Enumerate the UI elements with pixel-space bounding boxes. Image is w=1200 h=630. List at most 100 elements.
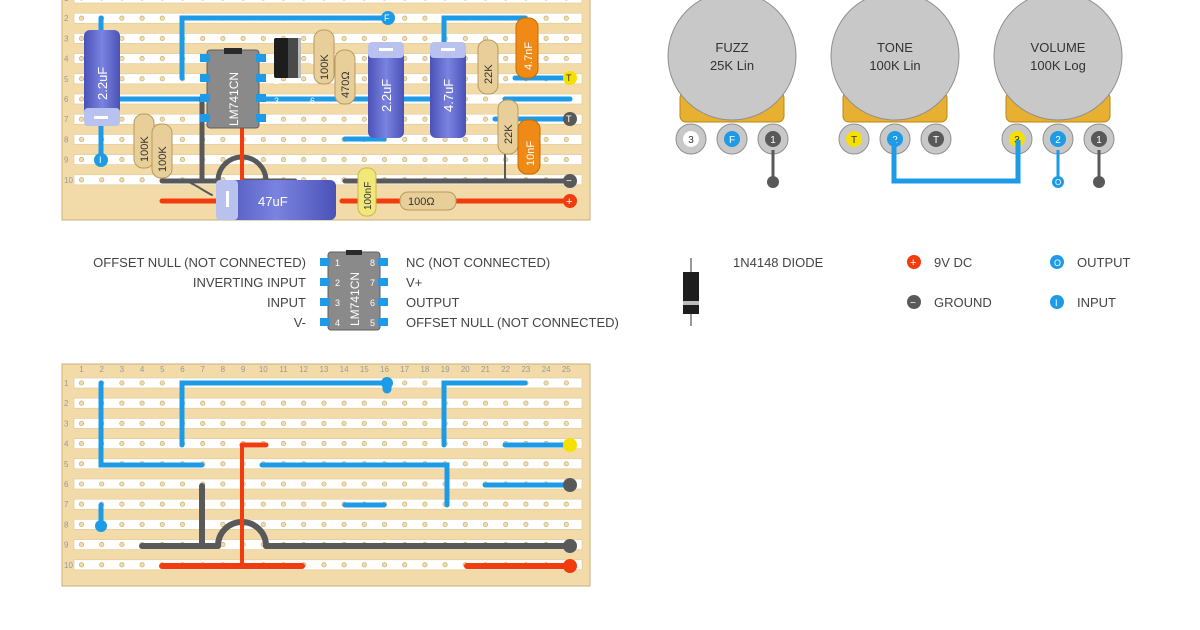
strip-row-1 — [73, 0, 583, 4]
hole — [563, 136, 569, 142]
hole — [563, 157, 569, 163]
hole — [220, 501, 226, 507]
hole — [78, 420, 85, 426]
hole — [422, 562, 428, 568]
column-label: 9 — [241, 365, 246, 374]
hole — [119, 15, 125, 21]
hole — [280, 481, 287, 487]
pot-lug-label: 2 — [1055, 135, 1061, 146]
hole — [482, 400, 489, 406]
terminal-tone-b: T — [563, 112, 577, 126]
hole — [280, 501, 287, 507]
hole — [220, 35, 226, 41]
terminal-tone-a-label: T — [566, 73, 572, 83]
trace-terminal-ground — [563, 539, 577, 553]
hole — [280, 441, 287, 447]
output-label: OUTPUT — [1077, 255, 1131, 270]
hole — [402, 501, 408, 507]
capacitor-10n: 10nF — [517, 119, 541, 175]
column-label: 18 — [420, 365, 429, 374]
hole — [422, 521, 428, 527]
hole — [523, 400, 529, 406]
column-label: 2 — [99, 365, 104, 374]
pinout-right-7: V+ — [406, 275, 422, 290]
hole — [462, 441, 468, 447]
row-label: 8 — [64, 520, 69, 529]
hole — [260, 35, 266, 41]
resistor-100k-a-label: 100K — [139, 136, 151, 162]
hole — [321, 481, 327, 487]
pot-lug-marker — [724, 131, 740, 147]
hole — [422, 116, 428, 122]
hole — [402, 562, 408, 568]
hole — [139, 521, 145, 527]
hole — [543, 521, 549, 527]
strip-row-9 — [73, 154, 583, 165]
capacitor-100n: 100nF — [357, 167, 377, 217]
hole — [503, 400, 509, 406]
board-bottom — [61, 363, 591, 587]
hole — [159, 481, 165, 487]
diode-symbol — [683, 258, 699, 326]
hole — [78, 400, 85, 406]
pinout-left-2: INVERTING INPUT — [193, 275, 306, 290]
symbol-legend: 1N4148 DIODE + 9V DC − GROUND O OUTPUT I… — [683, 255, 1131, 326]
hole — [119, 481, 125, 487]
hole — [220, 521, 226, 527]
hole — [341, 562, 347, 568]
resistor-100k-b-label: 100K — [157, 146, 169, 172]
ground-label: GROUND — [934, 295, 992, 310]
hole — [119, 116, 125, 122]
hole — [301, 481, 307, 487]
column-label: 1 — [79, 365, 84, 374]
pot-lug-marker — [846, 131, 862, 147]
hole — [159, 380, 165, 386]
capacitor-10n-label: 10nF — [525, 141, 537, 166]
hole — [321, 521, 327, 527]
hole — [119, 420, 125, 426]
column-label: 14 — [340, 365, 349, 374]
hole — [361, 116, 367, 122]
hole — [361, 420, 367, 426]
hole — [503, 56, 509, 62]
hole — [543, 56, 549, 62]
ic-pinout-legend: OFFSET NULL (NOT CONNECTED) INVERTING IN… — [93, 250, 619, 331]
pinout-right-8: NC (NOT CONNECTED) — [406, 255, 550, 270]
hole — [402, 157, 408, 163]
row-label: 9 — [64, 156, 69, 165]
hole — [402, 380, 408, 386]
row-label: 6 — [64, 95, 69, 104]
hole — [381, 521, 388, 527]
hole — [119, 562, 125, 568]
hole — [179, 116, 186, 122]
hole — [139, 562, 145, 568]
hole — [563, 461, 569, 467]
terminal-fuzz-label: F — [384, 13, 390, 23]
hole — [503, 461, 509, 467]
column-label: 15 — [360, 365, 369, 374]
pot-lug-label: T — [933, 135, 939, 146]
hole — [422, 15, 428, 21]
hole — [220, 157, 226, 163]
hole — [280, 157, 287, 163]
strip-row-8 — [73, 519, 583, 530]
hole — [482, 116, 489, 122]
hole — [139, 441, 145, 447]
strip-row-10 — [73, 559, 583, 571]
hole — [361, 157, 367, 163]
row-label: 7 — [64, 500, 69, 509]
pinout-left-1: OFFSET NULL (NOT CONNECTED) — [93, 255, 306, 270]
hole — [482, 96, 489, 102]
trace-terminal-input — [95, 520, 107, 532]
row-label: 10 — [64, 561, 73, 570]
hole — [402, 521, 408, 527]
hole — [422, 400, 428, 406]
hole — [543, 15, 549, 21]
hole — [159, 15, 165, 21]
